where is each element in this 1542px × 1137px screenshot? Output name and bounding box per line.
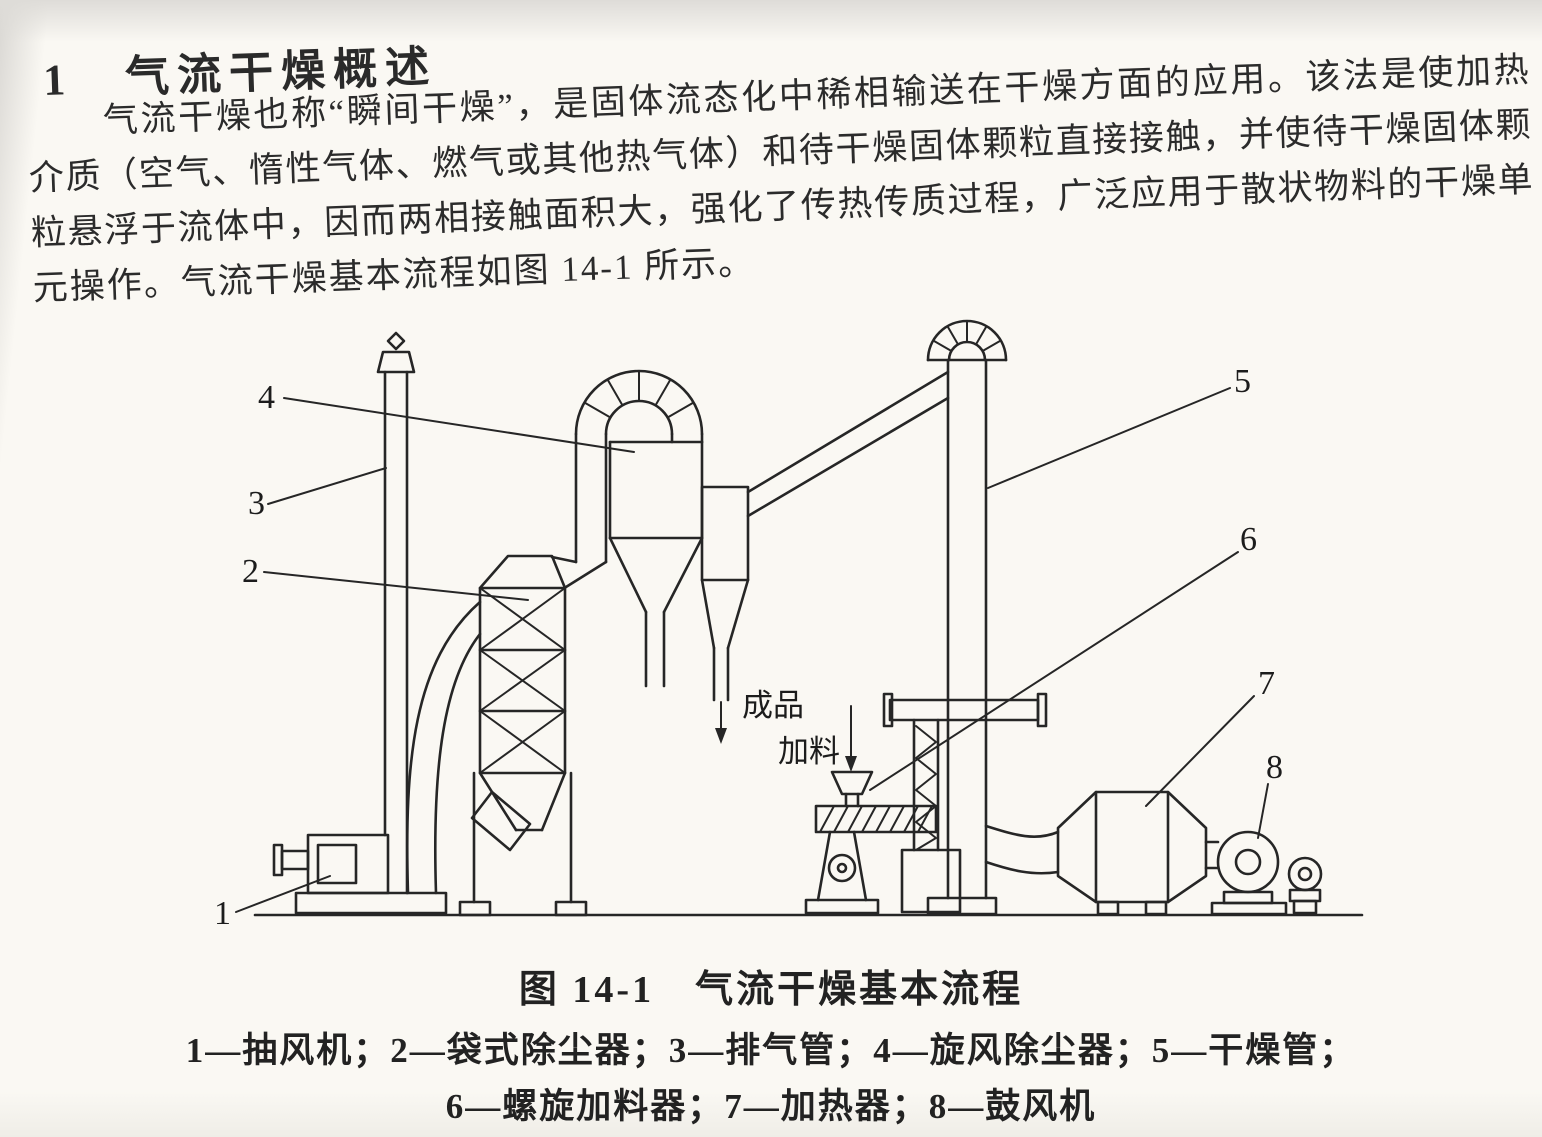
callout-6: 6 — [1240, 521, 1257, 558]
feed-label: 加料 — [778, 734, 840, 769]
bag-filter — [458, 554, 588, 917]
callout-8: 8 — [1266, 749, 1283, 786]
diagonal-duct — [746, 370, 950, 518]
figure-legend-line1: 1—抽风机；2—袋式除尘器；3—排气管；4—旋风除尘器；5—干燥管； — [185, 1031, 1357, 1070]
product-receiver: 成品 — [700, 485, 804, 744]
screw-feeder: 加料 — [778, 692, 1048, 915]
heater — [984, 790, 1208, 916]
callout-5: 5 — [1234, 363, 1251, 400]
callout-3: 3 — [248, 485, 265, 522]
cyclone-separator — [608, 440, 704, 688]
callout-4: 4 — [258, 379, 275, 416]
callouts: 1 2 3 4 5 6 7 8 — [214, 363, 1283, 932]
fan-to-filter-duct — [405, 600, 482, 895]
callout-2: 2 — [242, 553, 259, 590]
figure-legend-line2: 6—螺旋加料器；7—加热器；8—鼓风机 — [445, 1087, 1097, 1126]
exhaust-fan — [272, 833, 448, 915]
top-u-bend-duct — [550, 369, 704, 589]
blower — [1204, 830, 1323, 916]
product-label: 成品 — [742, 688, 804, 723]
callout-7: 7 — [1258, 665, 1275, 702]
drying-tube — [900, 319, 1008, 916]
callout-1: 1 — [214, 895, 231, 932]
figure-caption: 图 14-1 气流干燥基本流程 — [518, 969, 1024, 1011]
